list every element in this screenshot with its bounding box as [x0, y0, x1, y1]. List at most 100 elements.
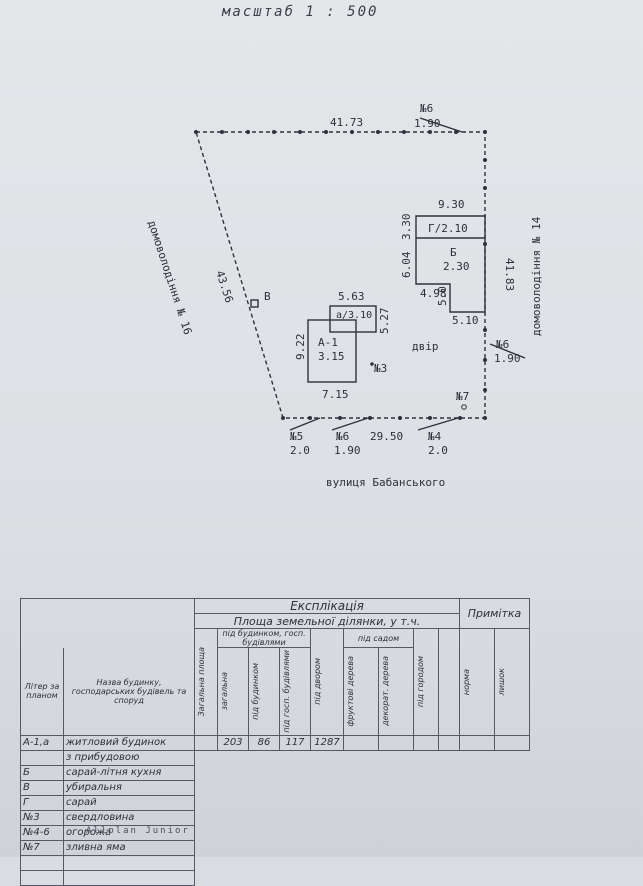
c	[460, 780, 495, 795]
footer-text: Allplan Junior	[86, 826, 190, 836]
c	[460, 810, 495, 825]
row-outbuild	[280, 795, 311, 810]
row-house	[249, 765, 280, 780]
c	[344, 795, 379, 810]
dim-b-mid: 3.30	[400, 214, 413, 241]
col-house: під будинком	[251, 662, 260, 720]
c	[379, 750, 414, 765]
c	[378, 734, 414, 751]
row-letter: Б	[20, 764, 64, 781]
toilet-v-marker	[250, 299, 259, 308]
label-a-name: А-1	[318, 336, 338, 349]
c	[460, 840, 495, 855]
label-n6-top: №6	[420, 102, 433, 115]
col-total: Загальна площа	[197, 647, 206, 717]
row-yard	[311, 765, 344, 780]
row-outbuild	[280, 810, 311, 825]
dim-a-bottom: 7.15	[322, 388, 349, 401]
label-n5-h: 2.0	[290, 444, 310, 457]
row-house	[249, 810, 280, 825]
c	[495, 750, 530, 765]
c	[495, 840, 530, 855]
row-house: 86	[248, 734, 280, 751]
dim-left: 43.56	[213, 269, 236, 305]
dim-b-low2: 5.0	[436, 286, 449, 306]
row-letter: В	[20, 779, 64, 796]
row-name: сарай	[63, 794, 195, 811]
row-total-built	[218, 750, 249, 765]
sub-buildings: під будинком, госп. будівлями	[217, 628, 311, 648]
c	[460, 825, 495, 840]
label-n6-bot-h: 1.90	[334, 444, 361, 457]
label-v: В	[264, 290, 271, 303]
row-yard	[311, 750, 344, 765]
dim-a-right: 5.27	[378, 308, 391, 335]
c	[414, 750, 439, 765]
label-g: Г/2.10	[428, 222, 468, 235]
c	[495, 765, 530, 780]
row-name: убиральня	[63, 779, 195, 796]
c	[379, 795, 414, 810]
col-excess: лишок	[497, 668, 506, 696]
row-total	[195, 750, 218, 765]
c	[414, 825, 439, 840]
c	[379, 825, 414, 840]
row-house	[249, 750, 280, 765]
c	[495, 780, 530, 795]
col-yard: під двором	[313, 658, 322, 706]
label-n4: №4	[428, 430, 442, 443]
label-n6-bot: №6	[336, 430, 349, 443]
row-total	[195, 795, 218, 810]
row-total	[195, 825, 218, 840]
row-total-built	[218, 780, 249, 795]
left-neighbor: домоволодіння № 16	[145, 219, 194, 336]
c	[439, 765, 460, 780]
row-total-built	[218, 825, 249, 840]
label-n7: №7	[456, 390, 469, 403]
row-yard	[311, 780, 344, 795]
col-norm: норма	[462, 668, 471, 695]
scale-label: масштаб 1 : 500	[222, 4, 379, 20]
row-letter: №4-6	[20, 824, 64, 841]
row-total	[195, 765, 218, 780]
c	[439, 840, 460, 855]
label-b-name: Б	[450, 246, 457, 259]
col-fruit: фруктові дерева	[346, 656, 355, 727]
label-a-ext: а/3.10	[336, 310, 372, 321]
row-yard	[311, 840, 344, 855]
c	[459, 734, 495, 751]
col-name: Назва будинку, господарських будівель та…	[63, 647, 195, 736]
row-house	[249, 840, 280, 855]
c	[414, 810, 439, 825]
c	[344, 750, 379, 765]
c	[414, 795, 439, 810]
c	[379, 780, 414, 795]
col-total-built: загальна	[220, 672, 229, 711]
c	[344, 825, 379, 840]
col-outbuild: під госп. будівлями	[282, 650, 291, 733]
area-header: Площа земельної ділянки, у т.ч.	[194, 613, 460, 629]
row-name: сарай-літня кухня	[63, 764, 195, 781]
table-row: з прибудовою	[20, 749, 530, 766]
label-n4-h: 2.0	[428, 444, 448, 457]
label-n6-right-h: 1.90	[494, 352, 521, 365]
row-outbuild	[280, 840, 311, 855]
row-total-built	[218, 795, 249, 810]
label-b-height: 2.30	[443, 260, 470, 273]
c	[414, 765, 439, 780]
row-house	[249, 780, 280, 795]
label-n5: №5	[290, 430, 303, 443]
c	[495, 825, 530, 840]
row-yard: 1287	[310, 734, 344, 751]
row-yard	[311, 810, 344, 825]
label-dvir: двір	[412, 340, 439, 353]
table-title: Експлікація	[194, 598, 460, 614]
c	[414, 780, 439, 795]
c	[439, 825, 460, 840]
row-total-built	[218, 840, 249, 855]
building-a-outline	[307, 319, 357, 383]
dim-right: 41.83	[503, 258, 516, 291]
